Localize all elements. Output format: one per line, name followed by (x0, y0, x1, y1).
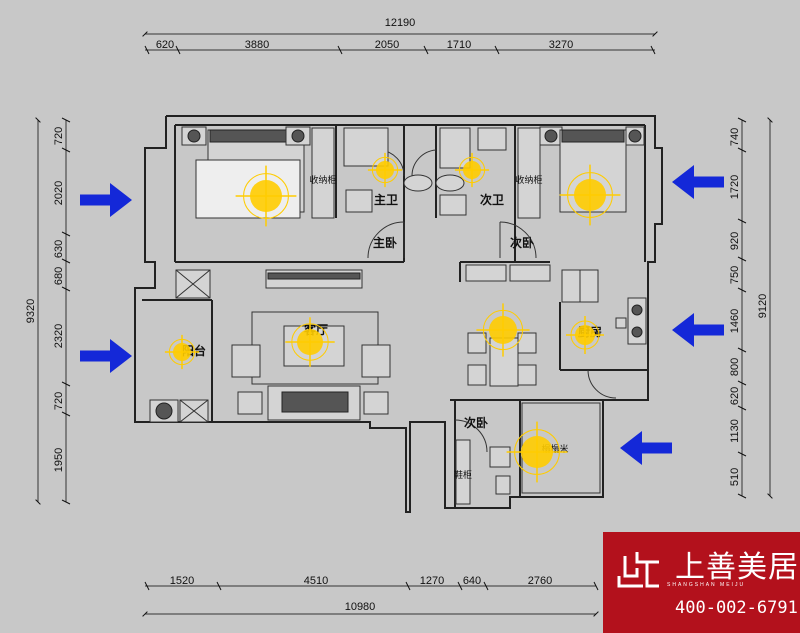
right-dim-3: 920 (729, 232, 741, 250)
left-dim-4: 680 (53, 267, 65, 285)
ceiling-light-icon (164, 334, 200, 370)
ceiling-light-icon (454, 152, 490, 188)
bottom-dim-5: 2760 (528, 575, 552, 587)
top-dim-3: 2050 (375, 39, 399, 51)
room-second-bedroom-top: 次卧 (510, 235, 534, 250)
right-total-dimension: 9120 (757, 294, 769, 318)
right-dim-1: 740 (729, 128, 741, 146)
right-dim-6: 800 (729, 358, 741, 376)
left-dim-6: 720 (53, 392, 65, 410)
ceiling-light-icon (506, 421, 568, 483)
balcony-furniture (149, 269, 211, 423)
room-second-bath: 次卫 (480, 192, 504, 207)
storage-left-label: 收纳柜 (309, 174, 336, 186)
left-dimension-chain: 9320 720 2020 630 680 2320 720 1950 (25, 117, 71, 505)
storage-right-label: 收纳柜 (515, 174, 542, 186)
second-bedroom-furniture (517, 126, 645, 219)
top-dim-4: 1710 (447, 39, 471, 51)
bottom-dim-3: 1270 (420, 575, 444, 587)
sunlight-arrow-icon (672, 165, 724, 199)
right-dim-8: 1130 (729, 419, 741, 443)
bottom-dim-2: 4510 (304, 575, 328, 587)
room-second-bedroom-bottom: 次卧 (464, 415, 488, 430)
ceiling-lights (164, 152, 621, 483)
brand-name: 上善美居 (675, 550, 799, 585)
brand-phone: 400-002-6791 (675, 598, 798, 618)
bathroom-fixtures (343, 127, 507, 216)
dining-furniture (467, 332, 537, 387)
top-dimension-chain: 12190 620 3880 2050 1710 3270 (142, 17, 658, 55)
bottom-dim-1: 1520 (170, 575, 194, 587)
ceiling-light-icon (285, 317, 335, 367)
ceiling-light-icon (476, 303, 530, 357)
left-total-dimension: 9320 (25, 299, 37, 323)
kitchen-furniture (465, 264, 647, 345)
left-dim-5: 2320 (53, 324, 65, 348)
bedroom-bottom-furniture (455, 402, 601, 505)
right-dim-9: 510 (729, 468, 741, 486)
brand-banner: 上善美居 SHANGSHAN MEIJU 400-002-6791 (603, 532, 800, 633)
right-dim-5: 1460 (729, 309, 741, 333)
room-master-bedroom: 主卧 (373, 235, 397, 250)
sunlight-arrow-icon (620, 431, 672, 465)
sunlight-arrow-icon (80, 339, 132, 373)
brand-pinyin: SHANGSHAN MEIJU (667, 582, 746, 588)
top-total-dimension: 12190 (385, 17, 416, 29)
room-master-bath: 主卫 (374, 192, 398, 207)
left-dim-2: 2020 (53, 181, 65, 205)
bottom-dimension-chain: 1520 4510 1270 640 2760 10980 (142, 575, 599, 617)
sunlight-arrow-icon (672, 313, 724, 347)
left-dim-1: 720 (53, 127, 65, 145)
right-dim-2: 1720 (729, 175, 741, 199)
right-dim-4: 750 (729, 266, 741, 284)
bottom-total-dimension: 10980 (345, 601, 376, 613)
top-dim-1: 620 (156, 39, 174, 51)
left-dim-7: 1950 (53, 448, 65, 472)
brand-logo-icon (617, 552, 659, 588)
ceiling-light-icon (367, 152, 403, 188)
sunlight-arrows (80, 165, 724, 465)
sunlight-arrow-icon (80, 183, 132, 217)
ceiling-light-icon (559, 164, 621, 226)
top-dim-2: 3880 (245, 39, 269, 51)
doors (367, 149, 617, 453)
ceiling-light-icon (566, 316, 604, 354)
walls (134, 115, 663, 513)
master-bedroom-furniture (181, 126, 335, 219)
right-dimension-chain: 740 1720 920 750 1460 800 620 1130 510 9… (729, 117, 773, 499)
top-dim-5: 3270 (549, 39, 573, 51)
left-dim-3: 630 (53, 240, 65, 258)
right-dim-7: 620 (729, 387, 741, 405)
bottom-dim-4: 640 (463, 575, 481, 587)
ceiling-light-icon (235, 165, 297, 227)
shoe-cabinet-label: 鞋柜 (454, 469, 472, 481)
